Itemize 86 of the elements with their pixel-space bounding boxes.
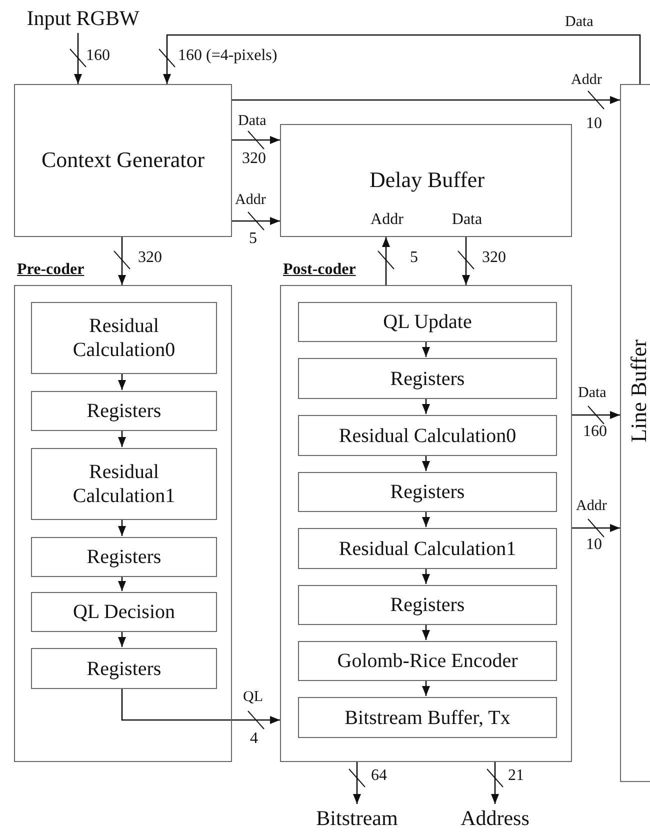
signal-label: Data xyxy=(578,385,606,402)
arrow xyxy=(118,430,126,447)
signal-label: Data xyxy=(565,14,594,31)
box-label: Registers xyxy=(86,656,162,680)
arrow xyxy=(382,237,390,285)
bus-width-label: 5 xyxy=(249,230,257,248)
process-box xyxy=(298,302,557,342)
arrow xyxy=(121,688,280,724)
arrow xyxy=(232,96,620,104)
box-label: Residual Calculation0 xyxy=(72,314,176,362)
arrow xyxy=(422,455,430,471)
box-label: QL Update xyxy=(383,310,472,334)
arrow xyxy=(491,762,499,804)
signal-label: Addr xyxy=(576,498,607,515)
arrow xyxy=(118,373,126,390)
arrow xyxy=(462,237,470,285)
box-label: Residual Calculation1 xyxy=(338,536,516,560)
arrow xyxy=(422,680,430,696)
process-box xyxy=(298,585,557,625)
arrow xyxy=(422,398,430,414)
arrow xyxy=(118,576,126,591)
box-label: Registers xyxy=(86,545,162,569)
bus-width-label: 10 xyxy=(586,536,602,554)
process-box xyxy=(31,648,217,689)
arrow xyxy=(74,33,82,84)
arrow xyxy=(232,217,280,225)
process-box xyxy=(298,528,557,569)
bus-width-label: 64 xyxy=(371,767,387,785)
box-label: Line Buffer xyxy=(626,340,650,442)
process-box xyxy=(31,448,217,520)
signal-name: Bitstream xyxy=(316,806,398,830)
signal-name: Input RGBW xyxy=(26,6,140,30)
box-label: Bitstream Buffer, Tx xyxy=(344,706,510,730)
box-label: QL Decision xyxy=(72,600,175,624)
process-box xyxy=(31,302,217,374)
process-box xyxy=(298,415,557,456)
buffer-box xyxy=(280,124,572,237)
box-label: Context Generator xyxy=(41,147,205,174)
process-box xyxy=(298,358,557,399)
bus-width-label: 160 xyxy=(86,47,110,65)
arrow xyxy=(572,411,620,419)
arrow xyxy=(163,34,641,84)
process-box xyxy=(298,697,557,738)
bus-width-label: 4 xyxy=(250,730,258,748)
arrow xyxy=(232,136,280,144)
box-label: Residual Calculation0 xyxy=(338,424,516,448)
arrow xyxy=(422,341,430,357)
process-box xyxy=(298,472,557,512)
bus-width-label: 5 xyxy=(410,249,418,267)
arrow xyxy=(572,524,620,532)
arrow xyxy=(118,519,126,536)
buffer-box xyxy=(620,84,650,782)
box-label: Delay Buffer xyxy=(369,167,485,193)
bus-width-label: 320 xyxy=(482,249,506,267)
process-box xyxy=(31,391,217,431)
process-box xyxy=(14,84,232,237)
bus-width-label: 320 xyxy=(242,150,266,168)
bus-width-label: 320 xyxy=(138,249,162,267)
box-label: Registers xyxy=(390,593,465,617)
box-label: Residual Calculation1 xyxy=(72,460,176,508)
bus-width-label: 160 xyxy=(583,423,607,441)
box-label: Registers xyxy=(390,480,465,504)
signal-label: Data xyxy=(238,113,266,130)
bus-width-label: 21 xyxy=(508,767,524,785)
process-box xyxy=(31,592,217,632)
group-heading: Pre-coder xyxy=(17,261,84,279)
bus-width-label: 10 xyxy=(586,115,602,133)
box-label: Registers xyxy=(86,399,162,423)
port-label: Addr xyxy=(370,211,404,229)
signal-label: Addr xyxy=(571,72,602,89)
arrow xyxy=(422,511,430,527)
group-heading: Post-coder xyxy=(283,261,356,279)
process-box xyxy=(298,641,557,681)
process-box xyxy=(31,537,217,577)
bus-width-label: 160 (=4-pixels) xyxy=(178,47,278,65)
port-label: Data xyxy=(452,211,482,229)
arrow xyxy=(118,631,126,647)
arrow xyxy=(118,237,126,285)
signal-label: Addr xyxy=(235,192,266,209)
arrow xyxy=(422,568,430,584)
signal-name: Address xyxy=(460,806,530,830)
arrow xyxy=(422,624,430,640)
box-label: Registers xyxy=(390,366,465,390)
signal-label: QL xyxy=(243,689,263,706)
box-label: Golomb-Rice Encoder xyxy=(337,649,518,673)
arrow xyxy=(353,762,361,804)
